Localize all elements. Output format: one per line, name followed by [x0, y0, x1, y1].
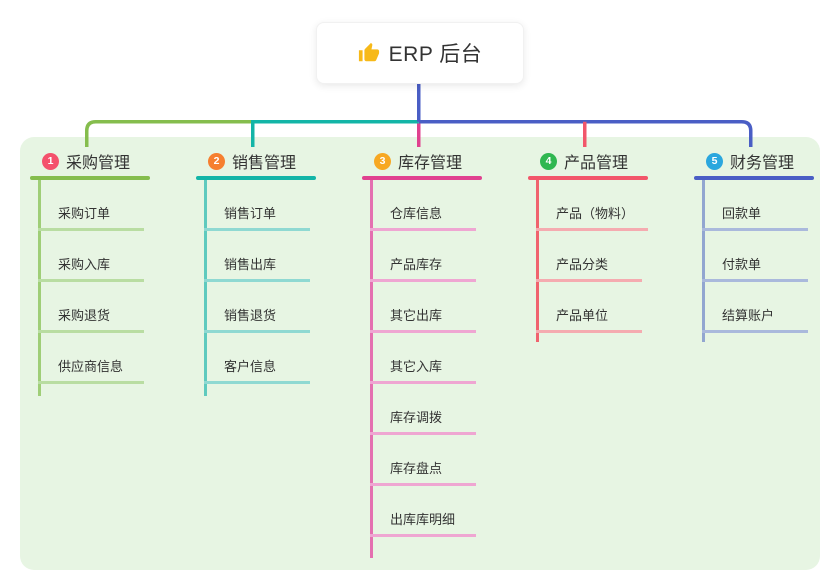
branch-number-badge: 2 [208, 152, 225, 170]
child-node[interactable]: 其它出库 [370, 282, 476, 333]
branch-spine-line [204, 179, 207, 396]
branch-title: 采购管理 [66, 155, 131, 172]
child-node[interactable]: 库存盘点 [370, 435, 476, 486]
branches-panel [20, 137, 820, 570]
child-node-label: 产品单位 [556, 307, 609, 323]
child-node-label: 采购入库 [58, 256, 111, 272]
branch-header[interactable]: 1 采购管理 [30, 146, 196, 176]
child-node[interactable]: 仓库信息 [370, 180, 476, 231]
branch-5: 5 财务管理回款单付款单结算账户 [694, 146, 839, 342]
child-node-label: 结算账户 [722, 307, 775, 323]
child-node-label: 库存调拨 [390, 409, 443, 425]
branch-title: 产品管理 [564, 155, 629, 172]
child-node[interactable]: 采购退货 [38, 282, 144, 333]
child-node-label: 其它出库 [390, 307, 443, 323]
branch-2: 2 销售管理销售订单销售出库销售退货客户信息 [196, 146, 362, 396]
child-node-label: 出库库明细 [390, 511, 456, 527]
branch-spine-line [536, 179, 539, 342]
child-node[interactable]: 库存调拨 [370, 384, 476, 435]
branch-children: 采购订单采购入库采购退货供应商信息 [38, 180, 196, 384]
branch-title: 销售管理 [232, 155, 297, 172]
child-node[interactable]: 销售出库 [204, 231, 310, 282]
child-node[interactable]: 采购订单 [38, 180, 144, 231]
child-node[interactable]: 采购入库 [38, 231, 144, 282]
root-node[interactable]: ERP 后台 [316, 22, 524, 84]
branch-number-badge: 4 [540, 152, 557, 170]
branch-spine-line [702, 179, 705, 342]
child-node[interactable]: 产品单位 [536, 282, 642, 333]
branch-number-badge: 1 [42, 152, 59, 170]
branch-number-badge: 3 [374, 152, 391, 170]
branch-header[interactable]: 4 产品管理 [528, 146, 694, 176]
child-node[interactable]: 出库库明细 [370, 486, 476, 537]
branch-3: 3 库存管理仓库信息产品库存其它出库其它入库库存调拨库存盘点出库库明细 [362, 146, 528, 558]
thumbs-up-icon [358, 42, 380, 64]
child-node[interactable]: 产品分类 [536, 231, 642, 282]
child-node[interactable]: 付款单 [702, 231, 808, 282]
child-node-label: 销售出库 [224, 256, 277, 272]
branch-4: 4 产品管理产品（物料） 产品分类产品单位 [528, 146, 694, 342]
child-node-label: 销售退货 [224, 307, 277, 323]
child-node-label: 产品分类 [556, 256, 609, 272]
child-node-label: 供应商信息 [58, 358, 124, 374]
child-node[interactable]: 销售订单 [204, 180, 310, 231]
branch-underline [694, 176, 814, 180]
branch-children: 产品（物料） 产品分类产品单位 [536, 180, 694, 333]
branch-underline [196, 176, 316, 180]
branch-number-badge: 5 [706, 152, 723, 170]
branch-title: 库存管理 [398, 155, 463, 172]
branch-children: 仓库信息产品库存其它出库其它入库库存调拨库存盘点出库库明细 [370, 180, 528, 537]
child-node[interactable]: 销售退货 [204, 282, 310, 333]
branch-children: 回款单付款单结算账户 [702, 180, 839, 333]
branch-underline [362, 176, 482, 180]
child-node[interactable]: 回款单 [702, 180, 808, 231]
child-node[interactable]: 产品库存 [370, 231, 476, 282]
child-node[interactable]: 产品（物料） [536, 180, 649, 231]
branch-underline [528, 176, 648, 180]
branch-header[interactable]: 2 销售管理 [196, 146, 362, 176]
child-node-label: 回款单 [722, 205, 762, 221]
branch-spine-line [370, 179, 373, 558]
branch-spine-line [38, 179, 41, 396]
root-node-title: ERP 后台 [388, 43, 483, 66]
child-node-label: 付款单 [722, 256, 762, 272]
branch-children: 销售订单销售出库销售退货客户信息 [204, 180, 362, 384]
child-node[interactable]: 其它入库 [370, 333, 476, 384]
branch-header[interactable]: 5 财务管理 [694, 146, 839, 176]
child-node-label: 其它入库 [390, 358, 443, 374]
child-node-label: 仓库信息 [390, 205, 443, 221]
child-node-label: 产品（物料） [556, 205, 635, 221]
branch-header[interactable]: 3 库存管理 [362, 146, 528, 176]
child-node-label: 产品库存 [390, 256, 443, 272]
child-node[interactable]: 供应商信息 [38, 333, 144, 384]
branch-title: 财务管理 [730, 155, 795, 172]
child-node-label: 采购退货 [58, 307, 111, 323]
branch-underline [30, 176, 150, 180]
child-node-label: 库存盘点 [390, 460, 443, 476]
branch-1: 1 采购管理采购订单采购入库采购退货供应商信息 [30, 146, 196, 396]
child-node-label: 采购订单 [58, 205, 111, 221]
child-node[interactable]: 客户信息 [204, 333, 310, 384]
child-node-label: 客户信息 [224, 358, 277, 374]
child-node-label: 销售订单 [224, 205, 277, 221]
child-node[interactable]: 结算账户 [702, 282, 808, 333]
